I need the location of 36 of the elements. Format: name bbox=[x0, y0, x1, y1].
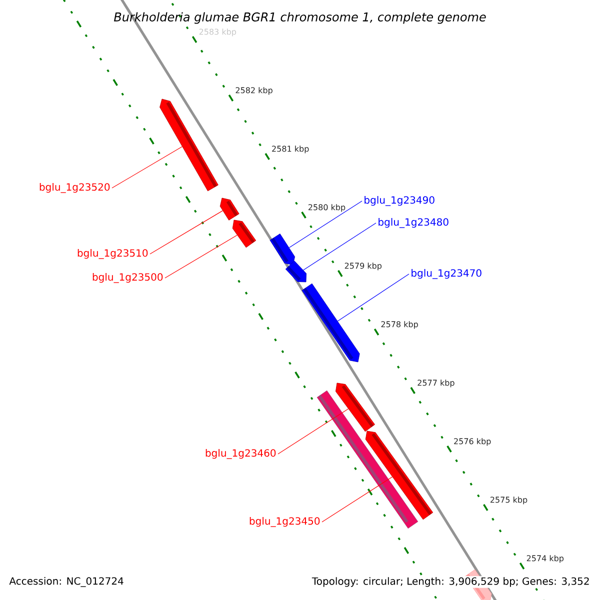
gene-label: bglu_1g23510 bbox=[78, 249, 148, 259]
scale-label: 2583 kbp bbox=[199, 28, 236, 36]
gene-label: bglu_1g23480 bbox=[378, 218, 448, 228]
scale-label: 2577 kbp bbox=[418, 380, 454, 388]
scale-label: 2579 kbp bbox=[344, 262, 382, 270]
leader-line bbox=[164, 234, 238, 278]
leader-line bbox=[303, 222, 376, 270]
gene-label: bglu_1g23500 bbox=[92, 273, 163, 283]
accession-text: Accession: NC_012724 bbox=[8, 576, 125, 588]
gene-feature bbox=[232, 220, 256, 248]
gene-feature bbox=[365, 430, 434, 520]
title: Burkholderia glumae BGR1 chromosome 1, complete genome bbox=[114, 12, 486, 24]
gene-label: bglu_1g23460 bbox=[206, 449, 276, 459]
scale-label: 2581 kbp bbox=[272, 146, 309, 154]
leader-line bbox=[288, 200, 362, 248]
gene-label: bglu_1g23490 bbox=[364, 196, 434, 206]
scale-label: 2575 kbp bbox=[490, 496, 528, 504]
leader-line bbox=[112, 146, 182, 188]
gene-label: bglu_1g23470 bbox=[412, 269, 482, 279]
leader-line bbox=[150, 210, 223, 254]
gene-feature bbox=[220, 198, 240, 220]
scale-label: 2576 kbp bbox=[454, 438, 491, 446]
scale-label: 2580 kbp bbox=[308, 204, 346, 212]
leader-line bbox=[322, 476, 393, 522]
gene-label: bglu_1g23450 bbox=[250, 517, 320, 527]
leader-line bbox=[337, 274, 410, 322]
summary-text: Topology: circular; Length: 3,906,529 bp; Genes: 3,352 bbox=[310, 576, 591, 588]
leader-line bbox=[278, 408, 349, 454]
scale-label: 2574 kbp bbox=[526, 555, 564, 563]
gene-feature bbox=[160, 98, 218, 192]
gene-feature bbox=[302, 283, 360, 362]
gene-feature bbox=[270, 234, 295, 266]
scale-label: 2578 kbp bbox=[381, 321, 418, 329]
scale-label: 2582 kbp bbox=[236, 87, 272, 95]
gene-feature bbox=[285, 260, 306, 282]
gene-label: bglu_1g23520 bbox=[40, 183, 110, 193]
